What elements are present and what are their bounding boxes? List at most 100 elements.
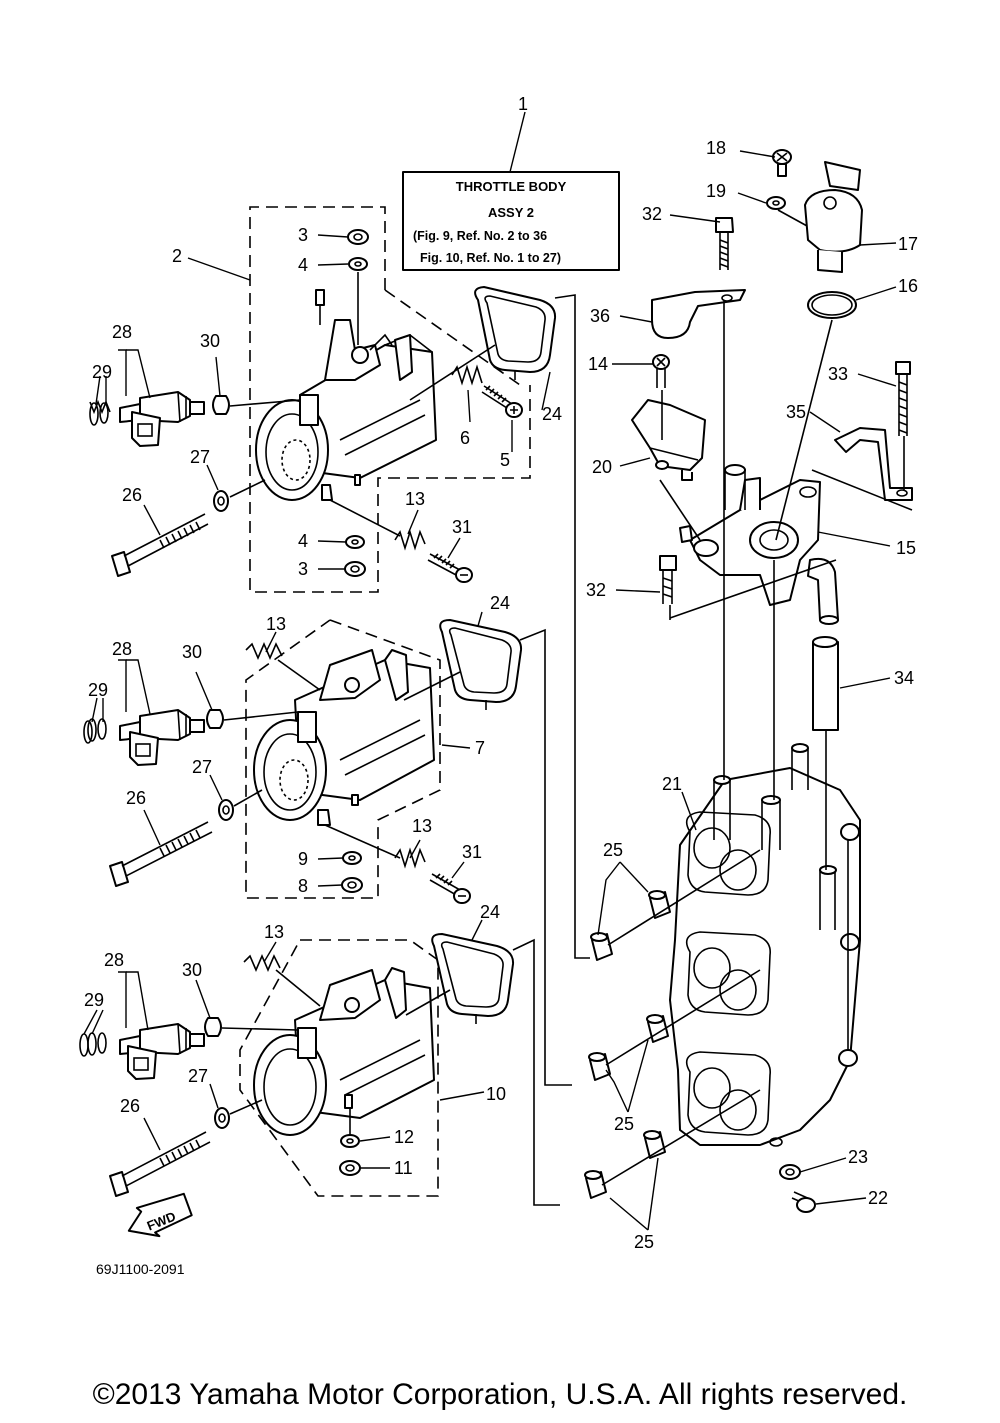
callout-11: 11 — [394, 1158, 413, 1178]
callout-25-top: 25 — [603, 840, 623, 860]
washer-4-top — [348, 257, 368, 271]
callout-4-top: 4 — [298, 255, 308, 275]
nut-3-top — [347, 229, 369, 245]
callout-32-lower: 32 — [586, 580, 606, 600]
callout-13-upper: 13 — [405, 489, 425, 509]
sleeve-25-a2 — [590, 932, 613, 961]
throttle-body-upper — [255, 289, 437, 501]
washer-27-upper — [213, 490, 229, 512]
injector-upper — [89, 391, 205, 447]
callout-21: 21 — [662, 774, 682, 794]
sleeve-25-c2 — [584, 1170, 607, 1199]
washer-4-bottom — [345, 535, 365, 549]
callout-27-middle: 27 — [192, 757, 212, 777]
fwd-arrow: FWD — [127, 1192, 193, 1238]
callout-4-bottom: 4 — [298, 531, 308, 551]
screw-5 — [481, 385, 523, 418]
title-box: THROTTLE BODY ASSY 2 (Fig. 9, Ref. No. 2… — [402, 111, 620, 271]
callout-31-middle: 31 — [462, 842, 482, 862]
callout-9: 9 — [298, 849, 308, 869]
hose-34 — [812, 636, 839, 731]
spring-6 — [451, 364, 483, 386]
grommet-30-lower — [204, 1017, 222, 1037]
callout-17: 17 — [898, 234, 918, 254]
sensor-20 — [631, 399, 706, 481]
callout-30-upper: 30 — [200, 331, 220, 351]
callout-8: 8 — [298, 876, 308, 896]
callout-28-lower: 28 — [104, 950, 124, 970]
callout-13-middle-top: 13 — [266, 614, 286, 634]
sleeve-25-c1 — [643, 1130, 666, 1159]
callout-22: 22 — [868, 1188, 888, 1208]
screw-31-middle — [429, 873, 471, 904]
callout-20: 20 — [592, 457, 612, 477]
bolt-32-lower — [659, 555, 677, 604]
injector-lower — [79, 1023, 205, 1080]
callout-10: 10 — [486, 1084, 506, 1104]
spring-13-middle — [394, 847, 426, 869]
sleeve-25-a1 — [648, 890, 671, 919]
gasket-upper — [474, 286, 557, 380]
screw-18 — [772, 149, 792, 177]
throttle-body-middle — [253, 649, 435, 826]
callout-33: 33 — [828, 364, 848, 384]
callout-6: 6 — [460, 428, 470, 448]
callout-24-middle: 24 — [490, 593, 510, 613]
callout-13-lower: 13 — [264, 922, 284, 942]
callout-24-upper: 24 — [542, 404, 562, 424]
callout-30-middle: 30 — [182, 642, 202, 662]
manifold-group — [512, 149, 913, 1213]
callout-13-middle: 13 — [412, 816, 432, 836]
callout-16: 16 — [898, 276, 918, 296]
grommet-30-middle — [206, 709, 224, 729]
callout-34: 34 — [894, 668, 914, 688]
nut-8 — [341, 877, 363, 893]
spring-13-upper — [394, 529, 426, 551]
sleeve-25-b2 — [588, 1052, 611, 1081]
washer-9 — [342, 851, 362, 865]
throttle-body-lower — [253, 967, 435, 1136]
gasket-lower — [431, 933, 515, 1024]
callout-1: 1 — [518, 94, 528, 114]
spring-13-lower — [243, 953, 281, 973]
title-line-3: (Fig. 9, Ref. No. 2 to 36 — [413, 229, 547, 243]
callout-25-bottom: 25 — [634, 1232, 654, 1252]
washer-12 — [340, 1134, 360, 1148]
title-line-1: THROTTLE BODY — [456, 179, 567, 194]
callout-5: 5 — [500, 450, 510, 470]
bracket-35 — [834, 427, 913, 501]
bolt-26-upper — [111, 513, 209, 577]
spring-13-mid-top — [245, 641, 283, 661]
callout-29-middle: 29 — [88, 680, 108, 700]
callout-25-middle: 25 — [614, 1114, 634, 1134]
callout-2: 2 — [172, 246, 182, 266]
diagram-code: 69J1100-2091 — [96, 1261, 185, 1277]
callout-27-lower: 27 — [188, 1066, 208, 1086]
throttle-body-lower-group — [79, 933, 515, 1197]
callout-29-lower: 29 — [84, 990, 104, 1010]
callout-3-top: 3 — [298, 225, 308, 245]
callout-19: 19 — [706, 181, 726, 201]
callout-7: 7 — [475, 738, 485, 758]
callout-35: 35 — [786, 402, 806, 422]
callout-30-lower: 30 — [182, 960, 202, 980]
callout-27-upper: 27 — [190, 447, 210, 467]
throttle-body-middle-group — [83, 619, 523, 904]
washer-23 — [779, 1164, 801, 1180]
callout-23: 23 — [848, 1147, 868, 1167]
callout-18: 18 — [706, 138, 726, 158]
screw-31-upper — [427, 553, 473, 583]
washer-19 — [766, 196, 786, 210]
callout-12: 12 — [394, 1127, 414, 1147]
washer-27-middle — [218, 799, 234, 821]
title-line-4: Fig. 10, Ref. No. 1 to 27) — [420, 251, 561, 265]
nut-11 — [339, 1160, 361, 1176]
bolt-26-middle — [109, 821, 213, 887]
clamp-36 — [651, 289, 746, 339]
o-ring-16 — [807, 291, 857, 319]
throttle-body-upper-group — [89, 206, 557, 593]
washer-27-lower — [214, 1107, 230, 1129]
callout-24-lower: 24 — [480, 902, 500, 922]
callout-28-upper: 28 — [112, 322, 132, 342]
